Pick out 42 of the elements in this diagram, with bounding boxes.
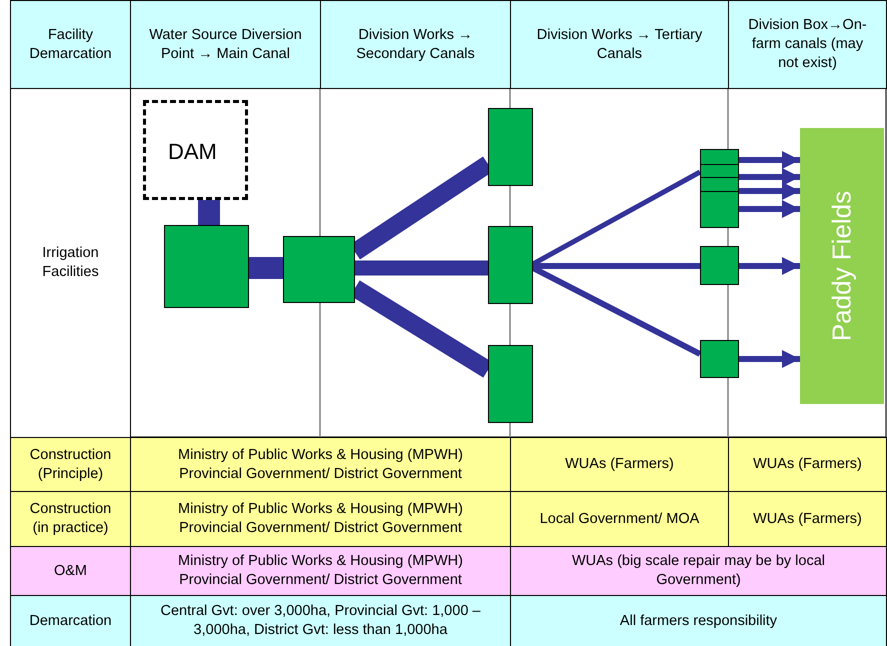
table-cell: WUAs (Farmers) (510, 437, 729, 492)
table-cell: Ministry of Public Works & Housing (MPWH) Provincial Government/ District Government (130, 491, 511, 547)
column-header: Water Source Diversion Point → Main Canal (130, 0, 321, 89)
gate-box (488, 345, 533, 423)
table-cell: WUAs (Farmers) (728, 491, 887, 547)
table-cell: WUAs (big scale repair may be by local Government) (510, 546, 887, 596)
dam-label: DAM (168, 139, 217, 165)
row-header: Irrigation Facilities (10, 88, 131, 438)
gate-stack (700, 149, 739, 228)
table-cell: Local Government/ MOA (510, 491, 729, 547)
gate-box (700, 246, 739, 285)
canal-arrow (739, 350, 800, 368)
row-header: O&M (10, 546, 131, 596)
row-header: Demarcation (10, 595, 131, 646)
column-header: Division Works → Secondary Canals (320, 0, 511, 89)
canal-arrow (739, 151, 800, 169)
table-cell: WUAs (Farmers) (728, 437, 887, 492)
column-header: Division Box→On-farm canals (may not exist) (728, 0, 887, 89)
canal-line (533, 263, 700, 269)
canal-line (198, 200, 220, 225)
column-header: Facility Demarcation (10, 0, 131, 89)
row-header: Construction (in practice) (10, 491, 131, 547)
field-label: Paddy Fields (826, 190, 858, 342)
table-cell: All farmers responsibility (510, 595, 887, 646)
gate-box (700, 340, 739, 378)
gate-box (164, 225, 249, 308)
dam-box (143, 100, 248, 200)
canal-line (355, 260, 488, 276)
table-cell: Central Gvt: over 3,000ha, Provincial Gvt: 1,000 – 3,000ha, District Gvt: less than 1,000ha (130, 595, 511, 646)
canal-arrow (739, 200, 800, 218)
canal-arrow (739, 168, 800, 186)
canal-line (249, 257, 283, 279)
gate-box (283, 236, 355, 303)
table-cell: Ministry of Public Works & Housing (MPWH) Provincial Government/ District Government (130, 546, 511, 596)
gate-box (488, 108, 533, 186)
canal-arrow (739, 182, 800, 200)
gate-box (488, 226, 533, 304)
row-header: Construction (Principle) (10, 437, 131, 492)
table-cell: Ministry of Public Works & Housing (MPWH) Provincial Government/ District Government (130, 437, 511, 492)
canal-arrow (739, 257, 800, 275)
field-block (800, 128, 884, 404)
column-header: Division Works → Tertiary Canals (510, 0, 729, 89)
